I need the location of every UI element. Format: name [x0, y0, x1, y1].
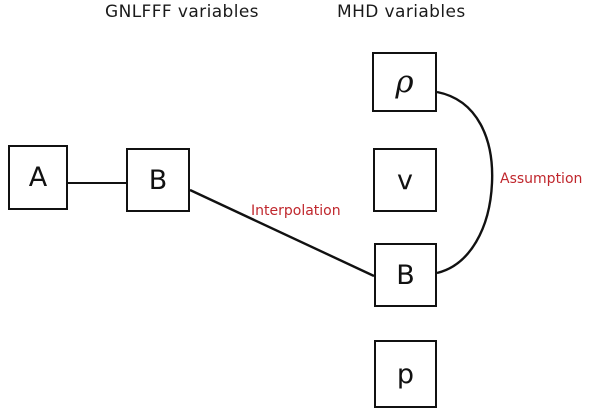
node-gnlfff-a[interactable]: A	[8, 145, 68, 210]
column-header-mhd: MHD variables	[337, 2, 466, 22]
edge-mhd-rho-to-mhd-b	[436, 90, 494, 275]
node-label: ρ	[395, 63, 414, 100]
node-mhd-v[interactable]: v	[373, 148, 437, 212]
edge-label-interpolation: Interpolation	[251, 203, 341, 219]
node-label: B	[148, 164, 168, 196]
column-header-gnlfff: GNLFFF variables	[105, 2, 259, 22]
node-label: p	[396, 358, 415, 390]
node-gnlfff-b[interactable]: B	[126, 148, 190, 212]
node-label: A	[28, 162, 48, 193]
edge-gnlfff-b-to-mhd-b	[189, 188, 375, 278]
node-mhd-b[interactable]: B	[374, 243, 437, 307]
node-label: B	[396, 259, 415, 291]
edge-label-assumption: Assumption	[500, 171, 583, 187]
node-mhd-rho[interactable]: ρ	[372, 52, 437, 112]
node-label: v	[397, 164, 413, 196]
node-mhd-p[interactable]: p	[374, 340, 437, 408]
